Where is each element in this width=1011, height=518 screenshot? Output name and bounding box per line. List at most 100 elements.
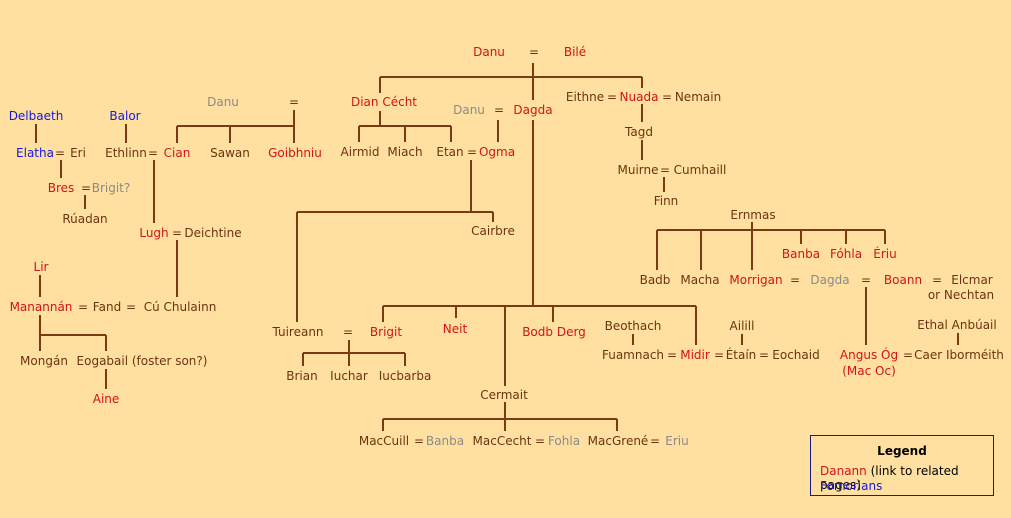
node-banba-b: Banba (425, 434, 465, 448)
node-eq-midir-etain: = (713, 348, 725, 362)
node-eq-elatha-eri: = (54, 146, 66, 160)
node-etain: Étaín (725, 348, 757, 362)
node-lugh[interactable]: Lugh (139, 226, 169, 240)
node-delbaeth[interactable]: Delbaeth (8, 109, 64, 123)
node-ethlinn: Ethlinn (105, 146, 147, 160)
node-eogabail: Eogabail (foster son?) (76, 354, 208, 368)
node-ernmas: Ernmas (730, 208, 776, 222)
node-eq-maccecht: = (534, 434, 546, 448)
node-eq-ethlinn-cian: = (147, 146, 159, 160)
node-badb: Badb (639, 273, 671, 287)
node-boann[interactable]: Boann (883, 273, 923, 287)
node-aine[interactable]: Aine (92, 392, 120, 406)
node-iucbarba: Iucbarba (378, 369, 432, 383)
node-ruadan: Rúadan (62, 212, 108, 226)
node-beothach: Beothach (604, 319, 662, 333)
node-eq-etain-eochaid: = (758, 348, 770, 362)
legend-danann-row: Danann (link to related pages) (820, 464, 993, 492)
node-eq-angus-caer: = (902, 348, 914, 362)
node-fuamnach: Fuamnach (601, 348, 665, 362)
node-eq-tuireann-brigit: = (342, 325, 354, 339)
node-danu-left: Danu (207, 95, 239, 109)
node-cian[interactable]: Cian (163, 146, 191, 160)
node-cairbre: Cairbre (471, 224, 515, 238)
node-eq-fand-cu: = (125, 300, 137, 314)
node-danu-top[interactable]: Danu (473, 45, 505, 59)
node-finn: Finn (653, 194, 679, 208)
node-eithne: Eithne (565, 90, 605, 104)
node-maccuill: MacCuill (358, 434, 410, 448)
node-ogma[interactable]: Ogma (478, 145, 516, 159)
node-brian: Brian (286, 369, 318, 383)
node-tagd: Tagd (625, 125, 653, 139)
node-sawan: Sawan (210, 146, 250, 160)
node-eq-boann-elcmar: = (931, 273, 943, 287)
node-eq-manannan-fand: = (77, 300, 89, 314)
node-bodb-derg[interactable]: Bodb Derg (522, 325, 586, 339)
node-fand: Fand (92, 300, 122, 314)
node-eq-maccuill: = (413, 434, 425, 448)
node-eq-bres-brigit: = (80, 181, 92, 195)
node-banba-top[interactable]: Banba (781, 247, 821, 261)
node-brigit-q: Brigit? (91, 181, 131, 195)
node-eq-lugh-deichtine: = (171, 226, 183, 240)
node-eochaid: Eochaid (772, 348, 820, 362)
node-angus-og[interactable]: Angus Óg (839, 348, 899, 362)
node-balor[interactable]: Balor (109, 109, 141, 123)
node-eq-nuada-nemain: = (661, 90, 673, 104)
node-mac-oc[interactable]: (Mac Oc) (842, 364, 896, 378)
node-caer: Caer Iborméith (914, 348, 1004, 362)
node-bres[interactable]: Bres (47, 181, 75, 195)
node-ailill: Ailill (729, 319, 755, 333)
node-fohla-top[interactable]: Fóhla (829, 247, 863, 261)
node-nuada[interactable]: Nuada (619, 90, 659, 104)
node-tuireann: Tuireann (272, 325, 324, 339)
node-dian-cecht[interactable]: Dian Cécht (350, 95, 418, 109)
node-muirne: Muirne (617, 163, 659, 177)
node-bile[interactable]: Bilé (563, 45, 587, 59)
node-cumhaill: Cumhaill (673, 163, 727, 177)
node-cu-chulainn: Cú Chulainn (143, 300, 217, 314)
node-deichtine: Deichtine (184, 226, 242, 240)
node-manannan[interactable]: Manannán (9, 300, 73, 314)
node-eq-morrigan-dagda: = (789, 273, 801, 287)
node-elcmar: Elcmar (951, 273, 993, 287)
node-neit[interactable]: Neit (442, 322, 468, 336)
node-fohla-b: Fohla (547, 434, 581, 448)
node-miach: Miach (387, 145, 423, 159)
node-eq-etan-ogma: = (466, 145, 478, 159)
node-eriu-b: Eriu (665, 434, 689, 448)
node-elatha[interactable]: Elatha (16, 146, 54, 160)
legend-danann-label: Danann (820, 464, 867, 478)
node-or-nechtan: or Nechtan (927, 288, 995, 302)
node-eq-muirne-cumhaill: = (659, 163, 671, 177)
legend-fomorian-label: Fomorians (820, 479, 883, 493)
node-nemain: Nemain (674, 90, 722, 104)
node-eq-danu-bile: = (528, 45, 540, 59)
node-macha: Macha (680, 273, 720, 287)
node-eri: Eri (70, 146, 86, 160)
node-airmid: Airmid (340, 145, 380, 159)
node-eq-danu-dagda: = (493, 103, 505, 117)
node-ethal-anbuail: Ethal Anbúail (917, 318, 997, 332)
legend-title: Legend (877, 444, 927, 458)
node-goibhniu[interactable]: Goibhniu (268, 146, 322, 160)
node-midir[interactable]: Midir (680, 348, 710, 362)
node-eq-fuamnach-midir: = (666, 348, 678, 362)
node-morrigan[interactable]: Morrigan (729, 273, 783, 287)
node-cermait: Cermait (480, 388, 528, 402)
node-dagda-right: Dagda (810, 273, 850, 287)
legend-box: Legend Danann (link to related pages) Fo… (810, 435, 994, 496)
node-maccecht: MacCecht (472, 434, 532, 448)
legend-danann-note: (link to related pages) (820, 464, 959, 492)
node-eriu-top[interactable]: Ériu (873, 247, 897, 261)
node-lir[interactable]: Lir (33, 260, 49, 274)
node-eq-macgrene: = (649, 434, 661, 448)
node-mongan: Mongán (20, 354, 68, 368)
node-eq-dagda-boann: = (860, 273, 872, 287)
node-dagda-top[interactable]: Dagda (513, 103, 553, 117)
node-etan: Etan (436, 145, 464, 159)
node-brigit[interactable]: Brigit (369, 325, 403, 339)
node-eq-eithne-nuada: = (606, 90, 618, 104)
